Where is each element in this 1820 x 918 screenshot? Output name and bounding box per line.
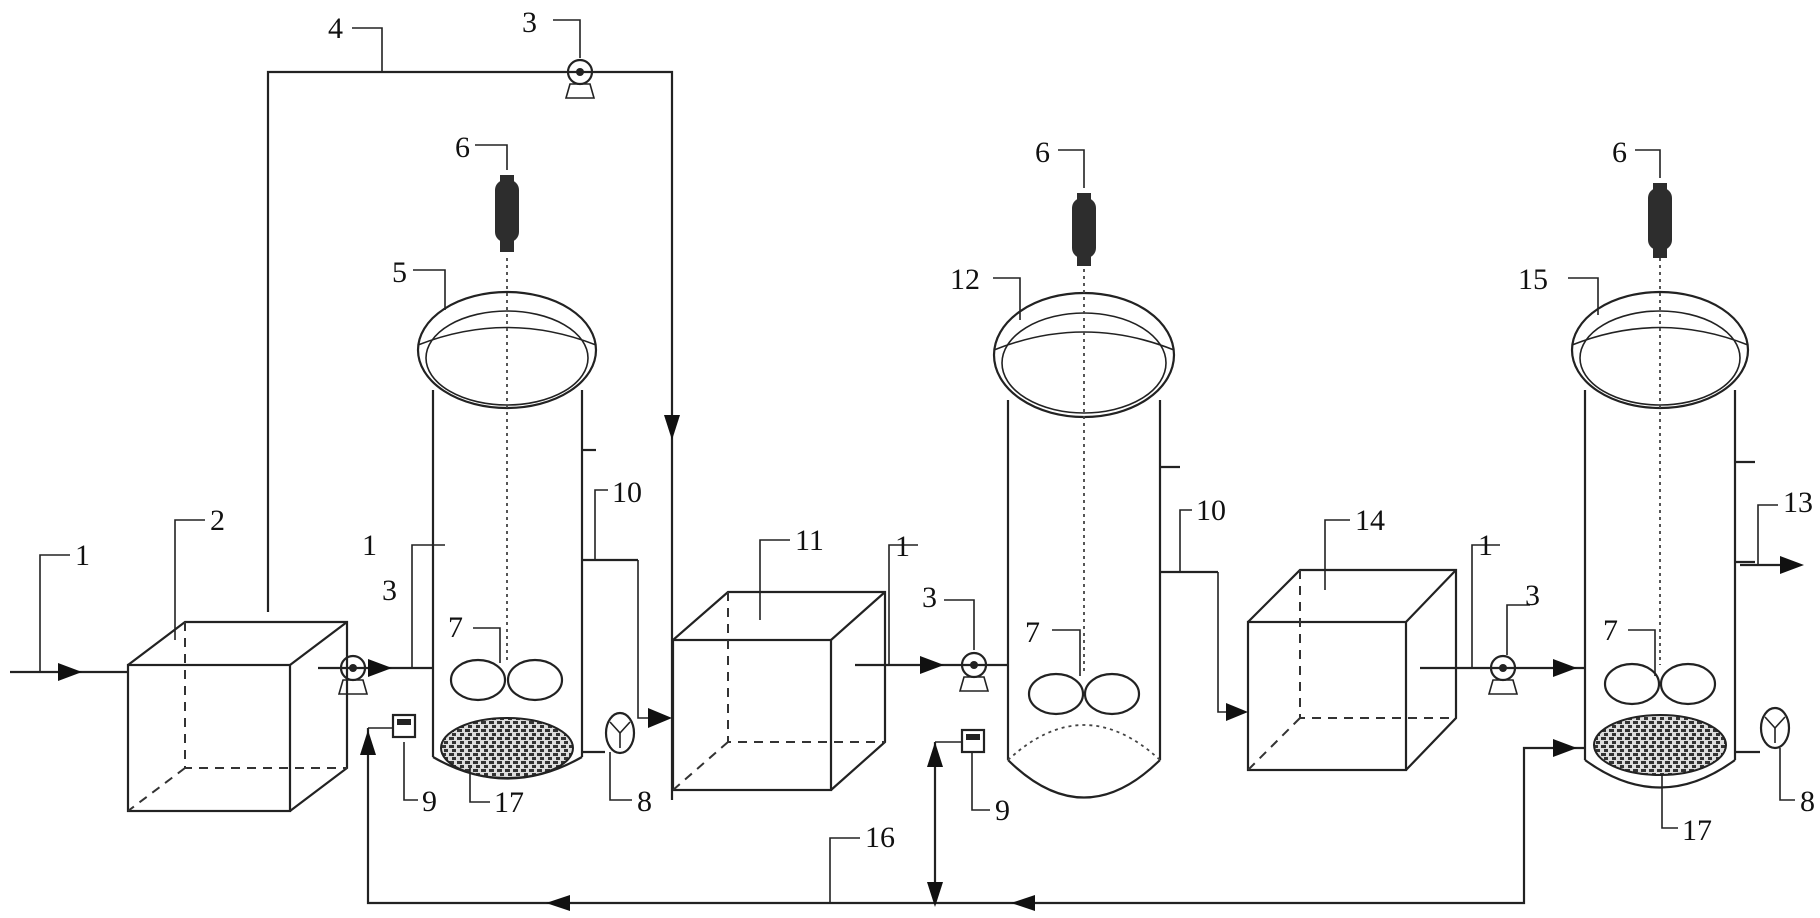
label-3-top: 3: [522, 6, 537, 39]
pump-icon: [958, 651, 990, 692]
reactor-15: [1570, 258, 1760, 789]
label-2: 2: [210, 504, 225, 537]
label-10-a: 10: [612, 476, 642, 509]
motor-icon: [495, 175, 519, 252]
label-3-b: 3: [382, 574, 397, 607]
label-17-a: 17: [494, 786, 524, 819]
tank-11: [671, 590, 887, 792]
label-6-b: 6: [1035, 136, 1050, 169]
pump-icon: [1487, 654, 1519, 695]
label-5: 5: [392, 256, 407, 289]
label-1-inlet: 1: [75, 539, 90, 572]
reactor-5: [416, 258, 638, 780]
label-3-c: 3: [922, 581, 937, 614]
pump-icon: [564, 58, 596, 99]
tank-2: [126, 620, 349, 813]
leader-lines: [39, 19, 1795, 903]
label-11: 11: [795, 524, 824, 557]
tank-14: [1246, 568, 1458, 772]
blower-icon: [1759, 706, 1791, 750]
label-7-b: 7: [1025, 616, 1040, 649]
blower-icon: [604, 711, 636, 755]
flowmeter-icon: [391, 713, 417, 739]
label-17-b: 17: [1682, 814, 1712, 847]
reactor-12: [992, 262, 1218, 799]
flowmeter-icon: [960, 728, 986, 754]
motor-icon: [1648, 183, 1672, 258]
label-12: 12: [950, 263, 980, 296]
pump-icon: [337, 654, 369, 695]
motor-icon: [1072, 193, 1096, 266]
label-14: 14: [1355, 504, 1385, 537]
label-6-c: 6: [1612, 136, 1627, 169]
label-6-a: 6: [455, 131, 470, 164]
label-1-c: 1: [895, 530, 910, 563]
label-1-d: 1: [1478, 529, 1493, 562]
pipes: [10, 70, 1804, 911]
label-4: 4: [328, 12, 343, 45]
label-16: 16: [865, 821, 895, 854]
label-7-a: 7: [448, 611, 463, 644]
label-8-a: 8: [637, 785, 652, 818]
label-8-b: 8: [1800, 785, 1815, 818]
label-7-c: 7: [1603, 614, 1618, 647]
label-9-b: 9: [995, 794, 1010, 827]
label-13: 13: [1783, 486, 1813, 519]
label-9-a: 9: [422, 785, 437, 818]
label-10-b: 10: [1196, 494, 1226, 527]
label-15: 15: [1518, 263, 1548, 296]
labels: 1 2 3 4 5 6 7 8 9 17 1 3 10 11 1 3 12 6 …: [75, 6, 1815, 854]
label-1-b: 1: [362, 529, 377, 562]
label-3-d: 3: [1525, 579, 1540, 612]
